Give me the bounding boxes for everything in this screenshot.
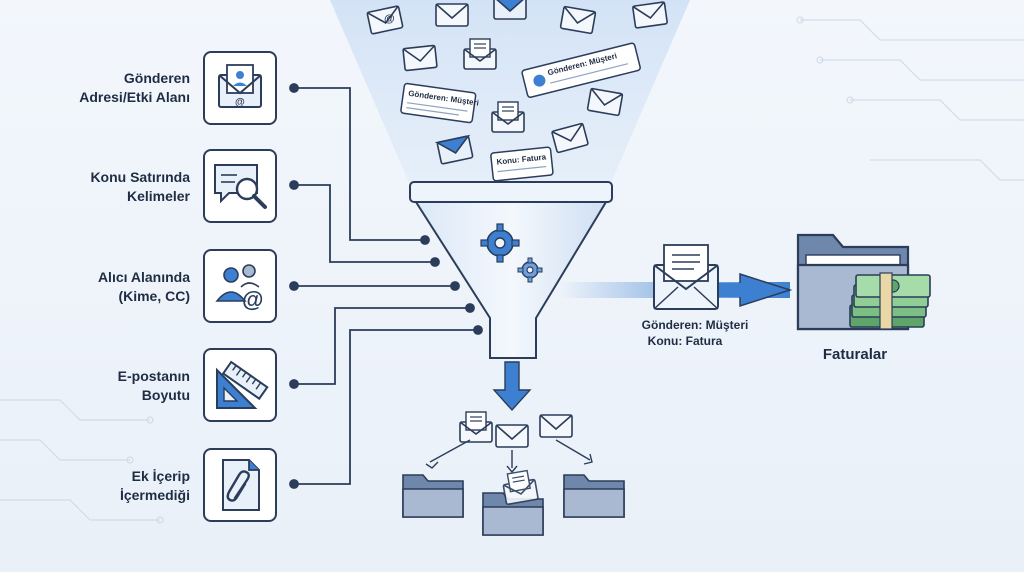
distribution-lines — [425, 439, 593, 474]
right-arrow-icon — [739, 272, 793, 308]
filter-funnel — [409, 181, 613, 359]
connector-lines — [289, 83, 483, 489]
subject-criteria-box — [203, 149, 277, 223]
email-icon — [495, 424, 529, 448]
email-icon — [539, 414, 573, 438]
email-icon — [402, 44, 438, 72]
sender-criteria-box: @ — [203, 51, 277, 125]
subject-tag: Konu: Fatura — [490, 146, 554, 182]
money-stack-icon — [849, 272, 931, 330]
invoices-folder-icon — [796, 233, 931, 331]
folder-icon — [402, 474, 464, 518]
chat-search-icon — [214, 164, 267, 209]
email-icon — [586, 87, 624, 117]
paperclip-file-icon — [222, 459, 260, 511]
email-icon — [559, 5, 597, 35]
falling-emails: @ — [366, 0, 669, 165]
ruler-triangle-icon — [216, 360, 269, 409]
email-icon — [459, 411, 493, 443]
recipient-criteria-label: Alıcı Alanında(Kime, CC) — [97, 269, 190, 304]
size-criteria-box — [203, 348, 277, 422]
recipient-criteria-box: @ — [203, 249, 277, 323]
gear-icon — [480, 223, 520, 263]
down-arrow-icon — [492, 361, 532, 412]
svg-text:@: @ — [235, 97, 245, 108]
attachment-criteria-box — [203, 448, 277, 522]
sorted-emails — [459, 411, 573, 448]
invoices-folder-label: Faturalar — [822, 346, 888, 363]
sender-tag-2: Gönderen: Müşteri — [400, 82, 479, 124]
result-sender-label: Gönderen: Müşteri — [641, 318, 749, 332]
people-at-icon: @ — [215, 264, 263, 312]
gear-icon — [517, 257, 543, 283]
circuit-decoration — [0, 16, 1024, 524]
envelope-user-icon: @ — [218, 64, 262, 108]
svg-text:@: @ — [242, 287, 263, 312]
email-icon — [631, 1, 669, 29]
folder-icon — [563, 474, 625, 518]
result-subject-label: Konu: Fatura — [647, 334, 723, 348]
email-icon — [500, 468, 539, 506]
email-icon — [493, 0, 527, 20]
result-email-icon — [653, 244, 719, 310]
svg-text:@: @ — [384, 13, 395, 25]
email-icon — [435, 3, 469, 27]
